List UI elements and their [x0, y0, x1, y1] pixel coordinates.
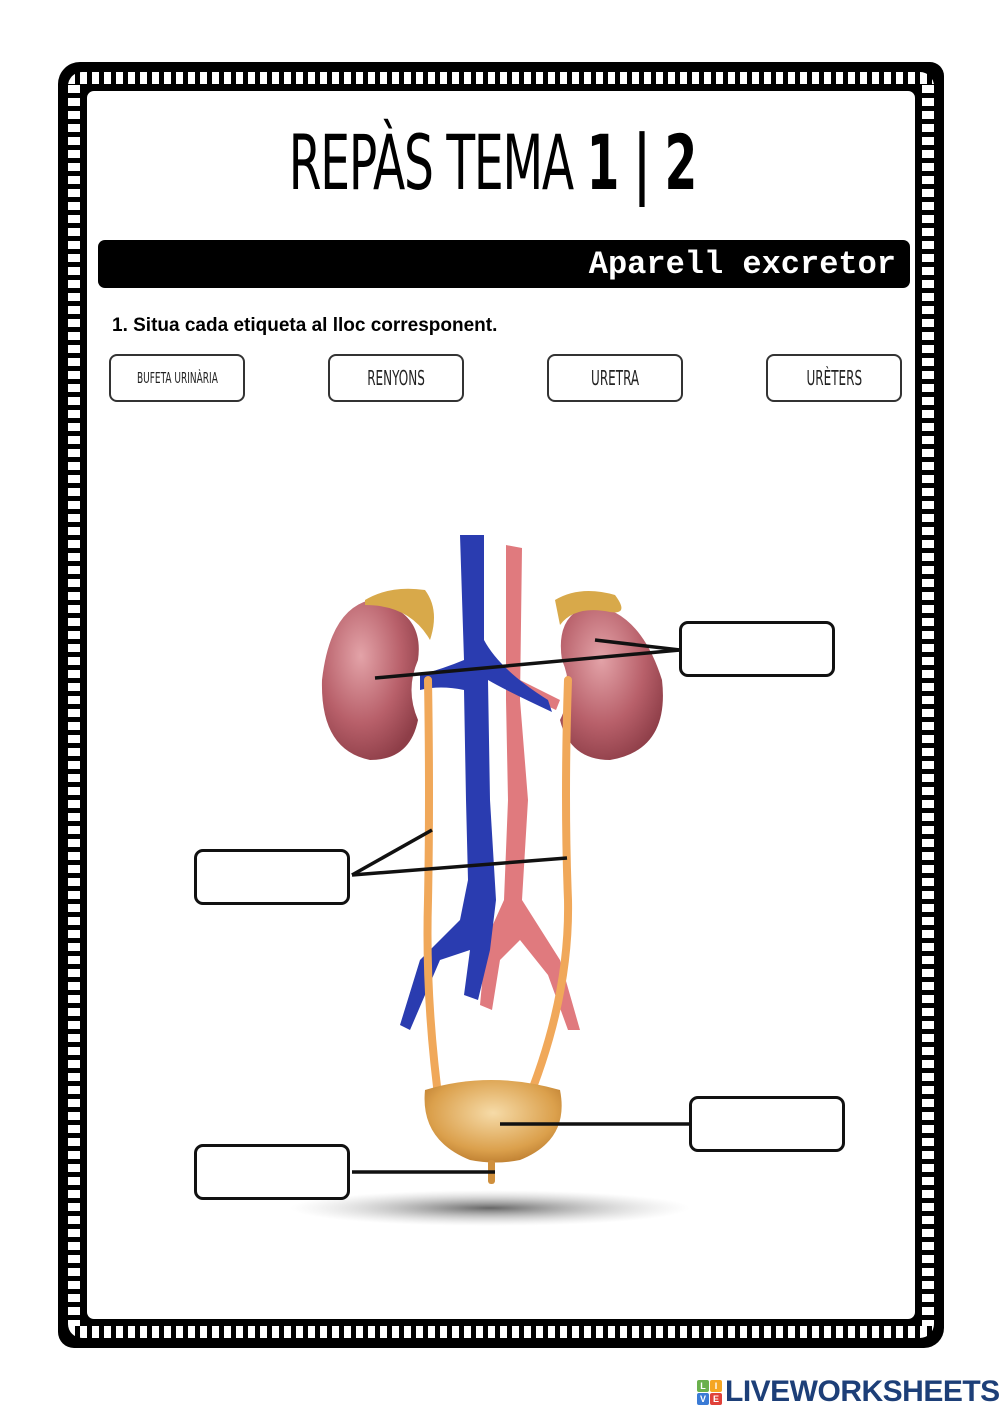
- answer-box-urethra[interactable]: [194, 1144, 350, 1200]
- vena-cava: [400, 535, 552, 1030]
- logo-letter: V: [697, 1392, 709, 1405]
- chip-label: URÈTERS: [806, 366, 862, 390]
- answer-box-kidneys[interactable]: [679, 621, 835, 677]
- page-title: REPÀS TEMA 1 | 2: [182, 118, 802, 207]
- section-header-bar: Aparell excretor: [98, 240, 910, 288]
- logo-icon: L I V E: [697, 1379, 722, 1405]
- label-pointer-lines: [351, 638, 690, 1174]
- chip-label: URETRA: [590, 366, 640, 390]
- left-kidney: [321, 588, 434, 760]
- label-chip-urethra[interactable]: URETRA: [547, 354, 683, 402]
- chip-label: BUFETA URINÀRIA: [136, 369, 218, 387]
- chip-label: RENYONS: [367, 366, 425, 390]
- right-kidney: [555, 591, 663, 760]
- label-chip-kidneys[interactable]: RENYONS: [328, 354, 464, 402]
- answer-box-ureters[interactable]: [194, 849, 350, 905]
- urinary-bladder: [424, 1080, 562, 1184]
- title-number: 1 | 2: [586, 118, 698, 207]
- bladder-shadow: [290, 1190, 690, 1226]
- label-chip-ureters[interactable]: URÈTERS: [766, 354, 902, 402]
- answer-box-bladder[interactable]: [689, 1096, 845, 1152]
- label-chip-bladder[interactable]: BUFETA URINÀRIA: [109, 354, 245, 402]
- logo-letter: E: [710, 1392, 722, 1405]
- logo-letter: I: [710, 1379, 722, 1392]
- section-title: Aparell excretor: [588, 246, 896, 283]
- ureters: [423, 676, 573, 1114]
- liveworksheets-logo[interactable]: L I V E LIVEWORKSHEETS: [697, 1375, 1000, 1409]
- logo-letter: L: [697, 1379, 709, 1392]
- title-text: REPÀS TEMA: [288, 118, 587, 207]
- logo-text: LIVEWORKSHEETS: [725, 1375, 1000, 1408]
- exercise-instruction: 1. Situa cada etiqueta al lloc correspon…: [112, 315, 498, 336]
